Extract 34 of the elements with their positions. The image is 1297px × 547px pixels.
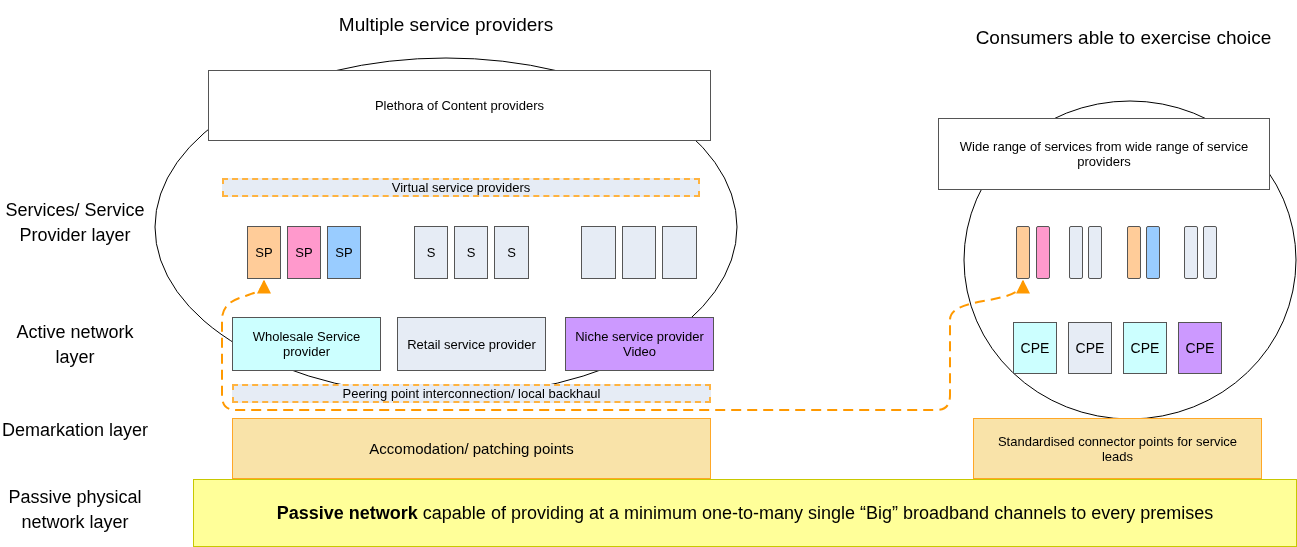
- service-bar: [1203, 226, 1217, 279]
- provider-box: [622, 226, 656, 279]
- provider-box: S: [454, 226, 488, 279]
- cpe-box: CPE: [1123, 322, 1167, 374]
- layer-label: Active network layer: [15, 321, 135, 369]
- layer-box: Accomodation/ patching points: [232, 418, 711, 479]
- network-band: Passive network capable of providing at a minimum one-to-many single “Big” broadband channels to every premises: [193, 479, 1297, 547]
- service-bar: [1016, 226, 1030, 279]
- provider-box: SP: [327, 226, 361, 279]
- provider-box: [581, 226, 616, 279]
- cpe-box: CPE: [1178, 322, 1222, 374]
- layer-label: Passive physical network layer: [7, 486, 143, 534]
- provider-box: SP: [287, 226, 321, 279]
- service-bar: [1069, 226, 1083, 279]
- provider-box: S: [414, 226, 448, 279]
- connector-box: Standardised connector points for service leads: [973, 418, 1262, 479]
- group-heading: Multiple service providers: [337, 14, 555, 36]
- service-bar: [1127, 226, 1141, 279]
- group-heading: Consumers able to exercise choice: [974, 27, 1273, 49]
- services-box: Wide range of services from wide range of service providers: [938, 118, 1270, 190]
- provider-box: S: [494, 226, 529, 279]
- provider-box: SP: [247, 226, 281, 279]
- cpe-box: CPE: [1068, 322, 1112, 374]
- provider-box: [662, 226, 697, 279]
- dashed-band: Virtual service providers: [222, 178, 700, 197]
- dashed-band: Peering point interconnection/ local backhaul: [232, 384, 711, 403]
- dashed-arrow: [221, 279, 1027, 411]
- layer-label: Services/ Service Provider layer: [4, 199, 146, 247]
- cpe-box: CPE: [1013, 322, 1057, 374]
- service-bar: [1184, 226, 1198, 279]
- service-bar: [1036, 226, 1050, 279]
- service-bar: [1088, 226, 1102, 279]
- service-bar: [1146, 226, 1160, 279]
- layer-label: Demarkation layer: [0, 419, 150, 442]
